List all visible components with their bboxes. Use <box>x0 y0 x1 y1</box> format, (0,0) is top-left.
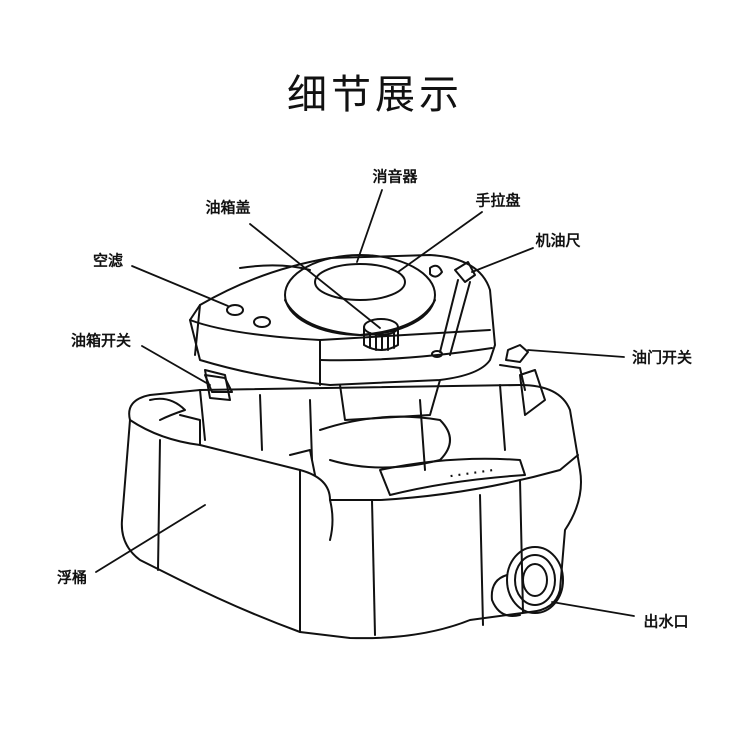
throttle-switch-drawing <box>499 344 529 391</box>
label-recoil-starter: 手拉盘 <box>475 191 521 210</box>
float-body: · · · · · · <box>120 384 582 640</box>
leader-lines <box>95 189 635 617</box>
label-throttle-switch: 油门开关 <box>631 348 693 367</box>
dipstick-drawing <box>429 261 476 358</box>
label-fuel-valve: 油箱开关 <box>70 331 132 350</box>
fuel-valve-drawing <box>204 374 233 393</box>
label-muffler: 消音器 <box>372 167 418 186</box>
engine-block <box>189 254 496 421</box>
svg-text:· · · · · ·: · · · · · · <box>449 464 495 483</box>
air-filter-drawing <box>226 304 271 328</box>
recoil-starter-drawing <box>284 254 436 336</box>
label-water-outlet: 出水口 <box>643 612 689 631</box>
fuel-cap-drawing <box>363 318 399 351</box>
engine-frame <box>179 369 546 476</box>
label-air-filter: 空滤 <box>92 251 124 270</box>
label-fuel-cap: 油箱盖 <box>205 198 251 217</box>
water-outlet-drawing <box>490 546 564 617</box>
label-float: 浮桶 <box>56 568 88 587</box>
page-title: 细节展示 <box>287 72 463 118</box>
label-dipstick: 机油尺 <box>535 231 581 250</box>
